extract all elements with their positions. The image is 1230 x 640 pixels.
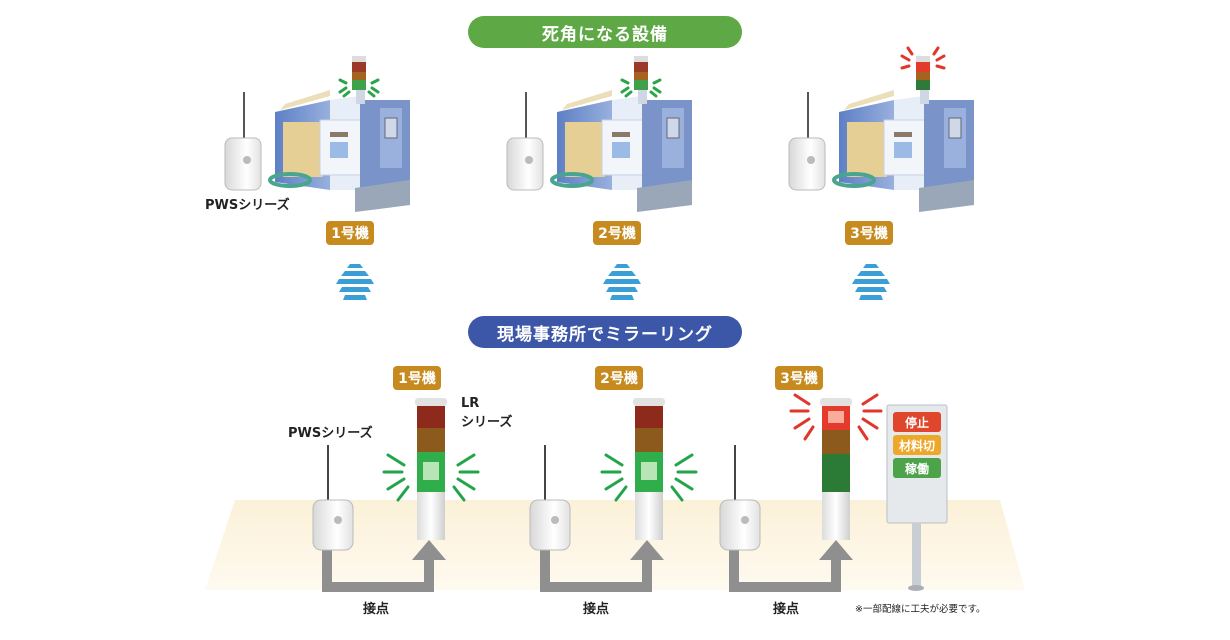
pws-label-bottom: PWSシリーズ <box>288 426 373 441</box>
contact-label-1: 接点 <box>363 602 390 617</box>
lr-series-label-line1: LR <box>461 396 480 411</box>
machine-badge-1: 1号機 <box>326 221 374 245</box>
machine-1 <box>224 56 410 212</box>
pws-unit-1 <box>312 445 354 551</box>
arrow-connector-2 <box>540 540 664 592</box>
monitor-badge-3: 3号機 <box>775 366 823 390</box>
monitor-badge-1: 1号機 <box>393 366 441 390</box>
pws-unit-2 <box>529 445 571 551</box>
pws-label-top: PWSシリーズ <box>205 198 290 213</box>
board-material: 材料切 <box>893 435 941 455</box>
lr-series-label-line2: シリーズ <box>461 415 513 430</box>
machine-badge-3: 3号機 <box>845 221 893 245</box>
floor-area <box>205 500 1025 590</box>
machine-badge-2: 2号機 <box>593 221 641 245</box>
machine-3 <box>788 46 974 212</box>
lr-tower-3 <box>789 393 883 540</box>
board-stop: 停止 <box>893 412 941 432</box>
board-running: 稼働 <box>893 458 941 478</box>
wireless-icon-1 <box>336 264 374 300</box>
machine-2 <box>506 56 692 212</box>
wireless-icon-3 <box>852 264 890 300</box>
lr-tower-1 <box>382 398 480 540</box>
lr-tower-2 <box>600 398 698 540</box>
section-title-blind-spot: 死角になる設備 <box>468 16 742 48</box>
monitor-badge-2: 2号機 <box>595 366 643 390</box>
arrow-connector-3 <box>729 540 853 592</box>
wireless-icon-2 <box>603 264 641 300</box>
arrow-connector-1 <box>322 540 446 592</box>
pws-unit-3 <box>719 445 761 551</box>
contact-label-3: 接点 <box>773 602 800 617</box>
footnote: ※一部配線に工夫が必要です。 <box>855 604 986 615</box>
section-title-mirroring: 現場事務所でミラーリング <box>468 316 742 348</box>
contact-label-2: 接点 <box>583 602 610 617</box>
